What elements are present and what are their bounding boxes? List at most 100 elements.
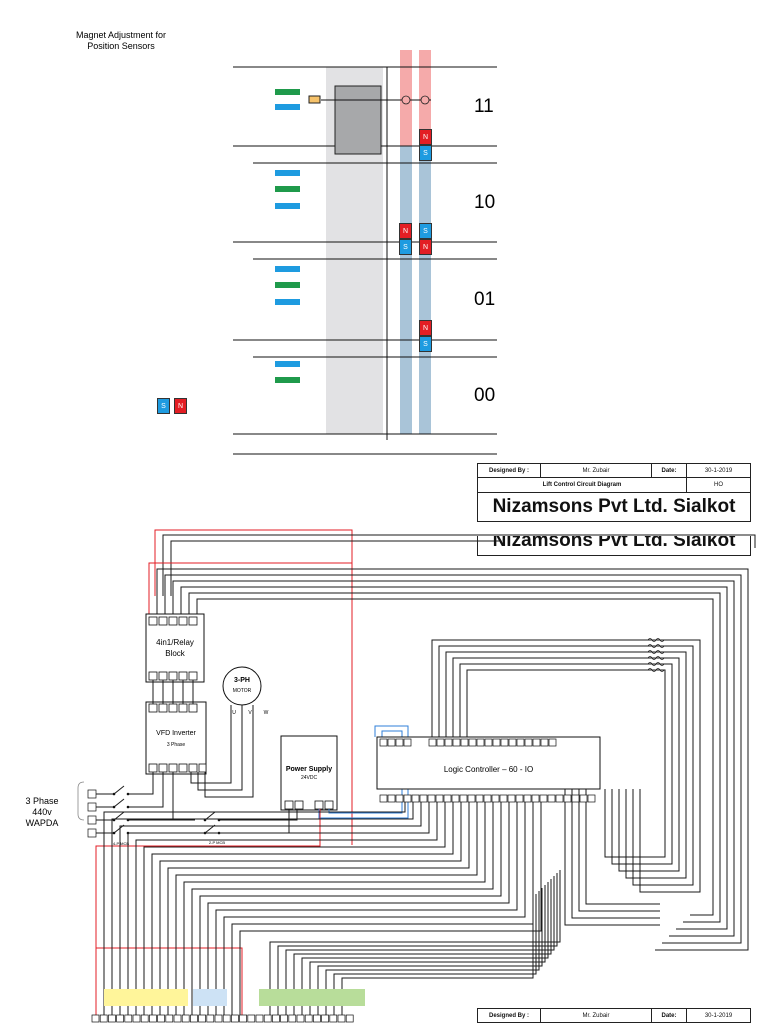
zone-yellow bbox=[104, 989, 188, 1006]
plc-terminal bbox=[484, 738, 493, 747]
plc-terminal bbox=[451, 794, 460, 803]
strip-terminal bbox=[116, 1014, 124, 1023]
plc-terminal bbox=[555, 794, 564, 803]
harness-wire bbox=[111, 802, 414, 1017]
plc-input-loops bbox=[431, 639, 701, 926]
vfd-inverter bbox=[145, 701, 207, 775]
motor-terminal-v: V bbox=[248, 710, 252, 716]
magnet-south: S bbox=[419, 145, 432, 161]
header-note-line1: Magnet Adjustment for bbox=[75, 30, 167, 40]
strip-terminal bbox=[206, 1014, 215, 1023]
strip-terminal bbox=[149, 1014, 157, 1023]
header-note: Magnet Adjustment for Position Sensors bbox=[58, 30, 184, 52]
company-name: Nizamsons Pvt Ltd. Sialkot bbox=[477, 492, 751, 522]
plc-terminal bbox=[540, 738, 549, 747]
magnet-north: N bbox=[419, 320, 432, 336]
harness-wire bbox=[223, 802, 526, 1017]
magnet-north: N bbox=[419, 129, 432, 145]
designer-name: Mr. Zubair bbox=[540, 1008, 652, 1023]
harness-wire bbox=[151, 802, 454, 1017]
plc-terminal bbox=[516, 738, 525, 747]
strip-terminal bbox=[165, 1014, 174, 1023]
wire-crossover-marks bbox=[647, 638, 665, 672]
strip-terminal bbox=[345, 1014, 354, 1023]
magnet-south: S bbox=[419, 223, 432, 239]
harness-wire bbox=[301, 882, 549, 1017]
magnet-legend-south: S bbox=[157, 398, 170, 414]
plc-terminal bbox=[492, 738, 501, 747]
mains-label-line2: 440v bbox=[32, 807, 52, 817]
plc-terminal bbox=[507, 794, 516, 803]
floor-lines bbox=[233, 66, 497, 455]
harness-wire bbox=[293, 879, 552, 1017]
strip-terminal bbox=[255, 1014, 264, 1023]
floor-label-01: 01 bbox=[474, 289, 496, 310]
harness-wire bbox=[191, 802, 494, 1017]
plc-terminal bbox=[387, 738, 396, 747]
indicator-green-icon bbox=[275, 282, 300, 288]
harness-wire bbox=[277, 873, 558, 1017]
strip-terminal bbox=[247, 1014, 256, 1023]
wire-harness bbox=[103, 802, 561, 1017]
indicator-blue-icon bbox=[275, 299, 300, 305]
strip-terminal bbox=[124, 1014, 133, 1023]
mains-terminals bbox=[87, 789, 97, 838]
vfd-subtitle: 3 Phase bbox=[166, 742, 186, 748]
company-name-duplicate: Nizamsons Pvt Ltd. Sialkot bbox=[477, 536, 751, 556]
plc-terminal bbox=[491, 794, 500, 803]
indicator-blue-icon bbox=[275, 170, 300, 176]
sensor-pickup-blue bbox=[420, 95, 430, 105]
plc-terminal bbox=[379, 794, 388, 803]
lift-car bbox=[334, 85, 382, 155]
plc-terminal bbox=[468, 738, 477, 747]
date-value: 30-1-2019 bbox=[686, 463, 751, 478]
plc-terminal bbox=[571, 794, 580, 803]
mains-wires bbox=[96, 772, 298, 834]
plc-terminal bbox=[387, 794, 396, 803]
plc-terminal bbox=[523, 794, 532, 803]
indicator-green-icon bbox=[275, 377, 300, 383]
plc-terminal bbox=[403, 794, 412, 803]
terminal-strip bbox=[91, 1014, 354, 1023]
strip-terminal bbox=[108, 1014, 116, 1023]
plc-terminal bbox=[483, 794, 492, 803]
strip-terminal bbox=[337, 1014, 346, 1023]
magnet-south: S bbox=[419, 336, 432, 352]
motor-terminal-w: W bbox=[263, 710, 269, 716]
harness-wire bbox=[231, 802, 534, 1017]
harness-wire bbox=[341, 897, 534, 1017]
harness-wire bbox=[285, 876, 555, 1017]
harness-wire bbox=[199, 802, 502, 1017]
strip-terminal bbox=[91, 1014, 100, 1023]
plc-terminal bbox=[563, 794, 572, 803]
title-block: Designed By : Mr. Zubair Date: 30-1-2019… bbox=[477, 463, 751, 529]
harness-wire bbox=[175, 802, 478, 1017]
strip-terminal bbox=[140, 1014, 149, 1023]
harness-wire bbox=[103, 802, 406, 1017]
strip-terminal bbox=[304, 1014, 313, 1023]
plc-terminal bbox=[531, 794, 540, 803]
harness-wire bbox=[127, 802, 430, 1017]
harness-wire bbox=[215, 802, 518, 1017]
plc-terminal bbox=[548, 738, 557, 747]
plc-terminal bbox=[436, 738, 445, 747]
plc-terminal bbox=[452, 738, 461, 747]
plc-terminal bbox=[508, 738, 517, 747]
vfd-terminals bbox=[148, 703, 207, 773]
strip-terminal bbox=[173, 1014, 182, 1023]
plc-terminal bbox=[435, 794, 444, 803]
plc-terminal bbox=[403, 738, 412, 747]
plc-terminal bbox=[395, 738, 404, 747]
zone-green bbox=[259, 989, 365, 1006]
floor-label-10: 10 bbox=[474, 192, 496, 213]
plc-top-terminals bbox=[379, 738, 557, 747]
strip-terminal bbox=[214, 1014, 223, 1023]
power-supply-title: Power Supply bbox=[285, 766, 333, 773]
mains-label-line1: 3 Phase bbox=[25, 796, 59, 806]
strip-terminal bbox=[313, 1014, 321, 1023]
indicator-blue-icon bbox=[275, 104, 300, 110]
indicator-blue-icon bbox=[275, 203, 300, 209]
plc-terminal bbox=[428, 738, 437, 747]
zone-lightblue bbox=[193, 989, 227, 1006]
plc-terminal bbox=[419, 794, 428, 803]
